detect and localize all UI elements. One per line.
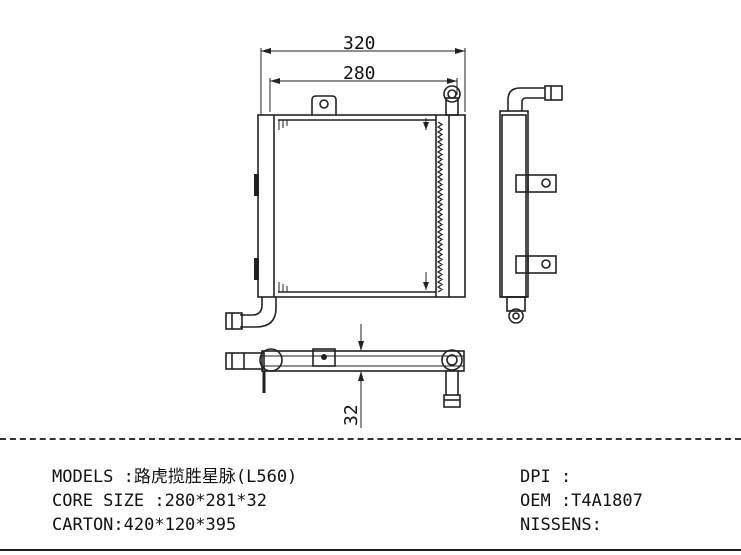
spec-block-left: MODELS :路虎揽胜星脉(L560) CORE SIZE :280*281*… [52,465,297,537]
top-mounting-tab [311,95,337,115]
dimension-thickness: 32 [341,324,364,428]
top-pipe [443,85,461,116]
left-clip-upper [254,174,259,196]
radiator-frame [257,114,466,298]
left-clip-lower [254,258,259,280]
dimension-label-280: 280 [343,63,376,84]
dashed-divider [0,438,741,440]
bottom-rule [0,549,741,551]
side-bracket-upper [515,174,557,193]
side-bracket-lower [515,255,557,274]
dimension-label-32: 32 [341,404,362,426]
nissens-line: NISSENS: [520,515,602,535]
dimension-overall-width: 320 [260,33,466,115]
models-line: MODELS :路虎揽胜星脉(L560) [52,467,298,487]
oem-line: OEM :T4A1807 [520,491,643,511]
front-view: 320 280 [225,33,466,330]
dimension-core-width: 280 [269,63,458,112]
dpi-line: DPI : [520,467,572,487]
bottom-body [261,350,465,372]
core-size-line: CORE SIZE :280*281*32 [52,491,267,511]
dimension-label-320: 320 [343,33,376,54]
technical-drawing: 320 280 [225,33,563,428]
bottom-view: 32 [225,324,465,428]
carton-line: CARTON:420*120*395 [52,515,237,535]
side-view [499,85,563,324]
outlet-pipe [225,297,277,330]
spec-block-right: DPI : OEM :T4A1807 NISSENS: [520,465,643,537]
side-body [499,110,529,298]
